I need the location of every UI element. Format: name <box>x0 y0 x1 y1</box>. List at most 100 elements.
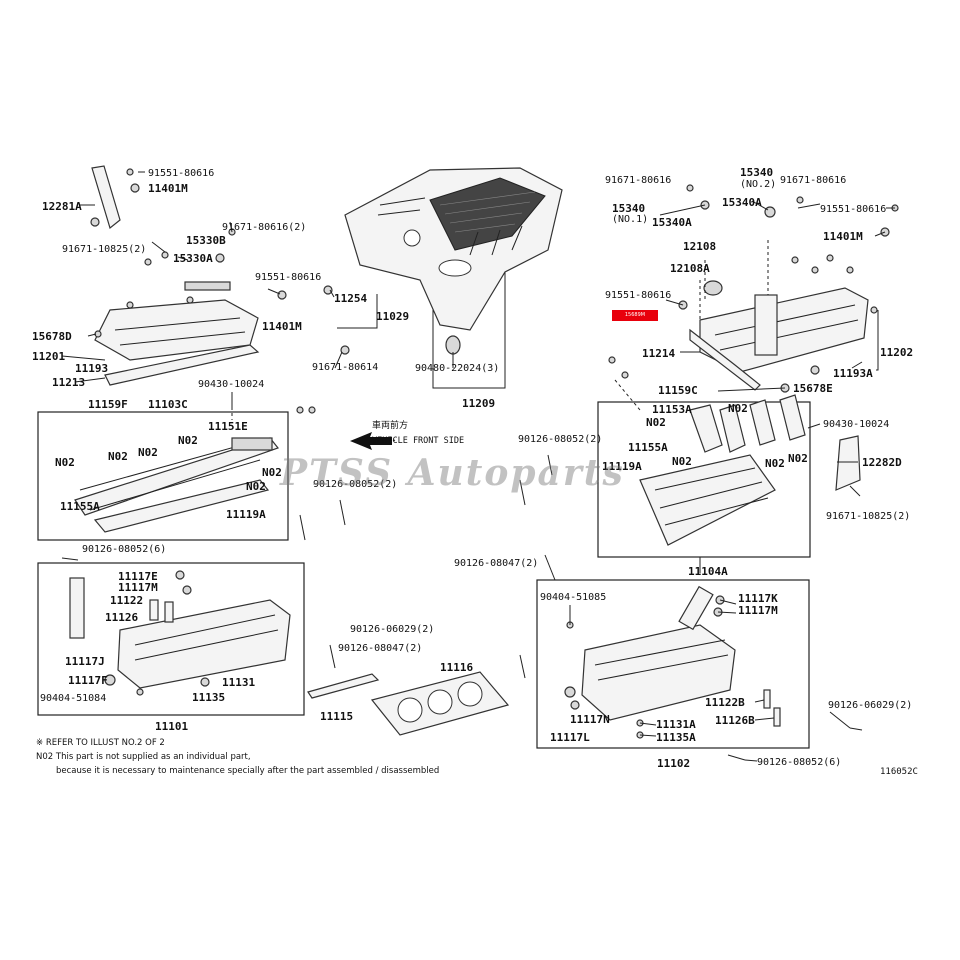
label-90126-08047-2-b: 90126-08047(2) <box>454 558 538 569</box>
label-90480-22024-3: 90480-22024(3) <box>415 363 499 374</box>
label-90126-08052-2-b: 90126-08052(2) <box>518 434 602 445</box>
label-12108: 12108 <box>683 240 716 253</box>
intake-cover-frame-right <box>597 401 811 558</box>
label-91671-80614: 91671-80614 <box>312 362 378 373</box>
label-11193a: 11193A <box>833 367 873 380</box>
right-cylinder-head-part <box>564 585 781 739</box>
label-11117m-a: 11117M <box>118 581 158 594</box>
label-11101: 11101 <box>155 720 188 733</box>
label-11135: 11135 <box>192 691 225 704</box>
label-11117k: 11117K <box>738 592 778 605</box>
label-90430-10024-a: 90430-10024 <box>198 379 264 390</box>
label-90126-08052-6-a: 90126-08052(6) <box>82 544 166 555</box>
label-15678e: 15678E <box>793 382 833 395</box>
label-11159c: 11159C <box>658 384 698 397</box>
head-gasket-part <box>307 671 510 736</box>
label-11119a-a: 11119A <box>226 508 266 521</box>
label-12108a: 12108A <box>670 262 710 275</box>
left-intake-cover-part <box>74 437 279 533</box>
red-highlight-tag: 15689M <box>612 310 658 321</box>
label-11254: 11254 <box>334 292 367 305</box>
label-n02-i: N02 <box>765 457 785 470</box>
label-n02-f: N02 <box>246 480 266 493</box>
note-n02: N02 This part is not supplied as an indi… <box>36 752 251 762</box>
figure-code: 116052C <box>880 767 918 777</box>
loose-bolts <box>61 454 863 761</box>
label-11214: 11214 <box>642 347 675 360</box>
label-11029: 11029 <box>376 310 409 323</box>
label-91551-80616-a: 91551-80616 <box>148 168 214 179</box>
label-11213: 11213 <box>52 376 85 389</box>
label-11155a-a: 11155A <box>60 500 100 513</box>
label-n02-e: N02 <box>262 466 282 479</box>
vehicle-front-arrow <box>350 432 392 450</box>
label-91551-80616-d: 91551-80616 <box>605 290 671 301</box>
label-n02-c: N02 <box>108 450 128 463</box>
label-11201: 11201 <box>32 350 65 363</box>
note-refer: ※ REFER TO ILLUST NO.2 OF 2 <box>36 738 165 748</box>
label-90126-08052-2-a: 90126-08052(2) <box>313 479 397 490</box>
cover-leader <box>432 230 506 389</box>
label-11117j: 11117J <box>65 655 105 668</box>
vehicle-front-side-label: VEHICLE FRONT SIDE <box>372 436 464 446</box>
leader-lines <box>61 171 895 762</box>
right-cover-leader <box>876 310 879 371</box>
label-11117f: 11117F <box>68 674 108 687</box>
label-11122b: 11122B <box>705 696 745 709</box>
label-91671-80616-b: 91671-80616 <box>605 175 671 186</box>
label-90126-08047-2-a: 90126-08047(2) <box>338 643 422 654</box>
label-n02-a: N02 <box>178 434 198 447</box>
label-11202: 11202 <box>880 346 913 359</box>
label-15340-no1: 15340 <box>612 202 645 215</box>
bracket-leader <box>337 294 378 329</box>
label-90126-06029-2-a: 90126-06029(2) <box>350 624 434 635</box>
label-12282d: 12282D <box>862 456 902 469</box>
label-91671-80616-2-a: 91671-80616(2) <box>222 222 306 233</box>
label-n02-d: N02 <box>55 456 75 469</box>
label-11151e: 11151E <box>208 420 248 433</box>
label-11126: 11126 <box>105 611 138 624</box>
label-91551-80616-b: 91551-80616 <box>255 272 321 283</box>
label-91671-10825-a: 91671-10825(2) <box>62 244 146 255</box>
label-n02-k: N02 <box>672 455 692 468</box>
engine-cover-part <box>344 167 563 355</box>
label-11126b: 11126B <box>715 714 755 727</box>
label-11115: 11115 <box>320 710 353 723</box>
label-90126-06029-2-b: 90126-06029(2) <box>828 700 912 711</box>
label-15330a: 15330A <box>173 252 213 265</box>
note-n02-cont: because it is necessary to maintenance s… <box>56 766 440 776</box>
cylinder-head-frame-right <box>536 579 810 749</box>
label-11131: 11131 <box>222 676 255 689</box>
label-11153a: 11153A <box>652 403 692 416</box>
label-n02-b: N02 <box>138 446 158 459</box>
label-11159f: 11159F <box>88 398 128 411</box>
label-11116: 11116 <box>440 661 473 674</box>
label-15330b: 15330B <box>186 234 226 247</box>
label-11209: 11209 <box>462 397 495 410</box>
label-91551-80616-c: 91551-80616 <box>820 204 886 215</box>
label-no2: (NO.2) <box>740 179 776 190</box>
cylinder-head-frame-left <box>37 562 305 716</box>
left-bolts <box>90 168 350 414</box>
label-no1: (NO.1) <box>612 214 648 225</box>
right-intake-cover-part <box>639 394 806 546</box>
label-11193: 11193 <box>75 362 108 375</box>
label-n02-g: N02 <box>728 402 748 415</box>
label-11401m-a: 11401M <box>148 182 188 195</box>
label-90430-10024-b: 90430-10024 <box>823 419 889 430</box>
label-11135a: 11135A <box>656 731 696 744</box>
label-11131a: 11131A <box>656 718 696 731</box>
vehicle-front-jp: 車両前方 <box>372 419 408 431</box>
label-11401m-b: 11401M <box>262 320 302 333</box>
label-91671-80616-c: 91671-80616 <box>780 175 846 186</box>
label-11103c: 11103C <box>148 398 188 411</box>
label-90404-51084: 90404-51084 <box>40 693 106 704</box>
left-cylinder-head-part <box>69 570 291 696</box>
label-11119a-b: 11119A <box>602 460 642 473</box>
label-90126-08052-6-b: 90126-08052(6) <box>757 757 841 768</box>
label-91671-10825-b: 91671-10825(2) <box>826 511 910 522</box>
label-15340a-b: 15340A <box>722 196 762 209</box>
label-90404-51085: 90404-51085 <box>540 592 606 603</box>
label-n02-h: N02 <box>646 416 666 429</box>
